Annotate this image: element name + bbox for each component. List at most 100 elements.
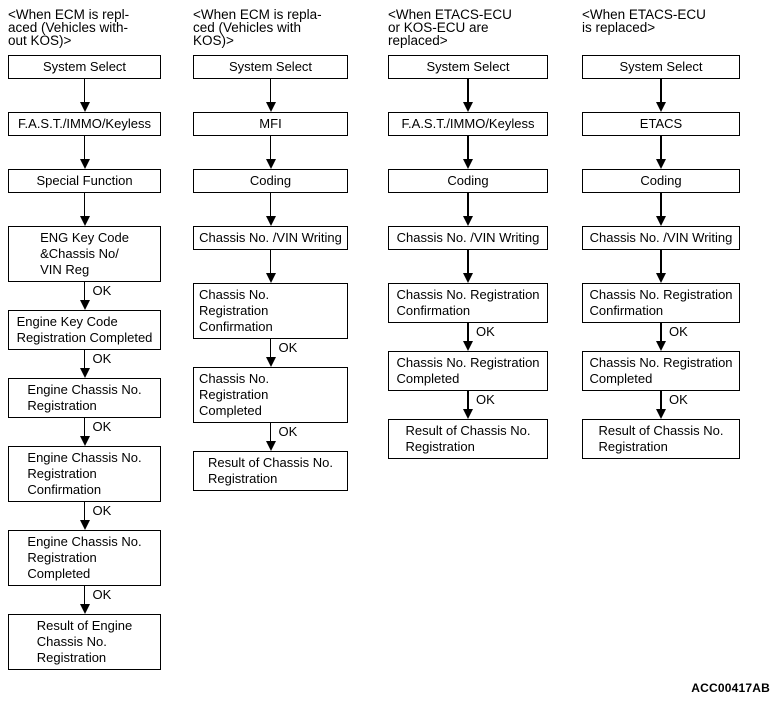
arrow-down-icon bbox=[656, 273, 666, 283]
flow-step-box: Result of Chassis No. Registration bbox=[388, 419, 548, 459]
arrow-down-icon bbox=[656, 341, 666, 351]
flow-step-label: System Select bbox=[426, 59, 510, 74]
arrow-label: OK bbox=[277, 424, 299, 439]
figure-code-label: ACC00417AB bbox=[691, 681, 770, 695]
flow-arrow: OK bbox=[193, 423, 348, 451]
flow-arrow bbox=[388, 79, 548, 112]
arrow-line bbox=[467, 193, 469, 224]
flow-step-label: MFI bbox=[259, 116, 282, 131]
column-header: <When ETACS-ECU is replaced> bbox=[582, 7, 706, 35]
flow-step-box: Engine Chassis No. Registration Complete… bbox=[8, 530, 161, 586]
flow-step-box: System Select bbox=[193, 55, 348, 79]
arrow-down-icon bbox=[79, 300, 90, 310]
flow-arrow bbox=[582, 136, 740, 169]
arrow-down-icon bbox=[656, 159, 666, 169]
arrow-down-icon bbox=[463, 409, 473, 419]
flow-arrow: OK bbox=[388, 323, 548, 351]
flow-column-1: <When ECM is repl- aced (Vehicles with- … bbox=[8, 8, 161, 670]
flow-step-label: System Select bbox=[228, 59, 313, 74]
arrow-down-icon bbox=[656, 409, 666, 419]
flow-step-label: Chassis No. Registration Completed bbox=[589, 355, 733, 386]
flow-step-label: Result of Chassis No. Registration bbox=[208, 455, 333, 486]
flow-step-box: Engine Key Code Registration Completed bbox=[8, 310, 161, 350]
column-header: <When ECM is repla- ced (Vehicles with K… bbox=[193, 7, 322, 48]
arrow-line bbox=[660, 250, 662, 281]
flow-arrow bbox=[8, 136, 161, 169]
flow-step-box: Result of Chassis No. Registration bbox=[193, 451, 348, 491]
arrow-down-icon bbox=[79, 368, 90, 378]
flow-step-label: Engine Chassis No. Registration Confirma… bbox=[27, 450, 142, 497]
arrow-line bbox=[467, 250, 469, 281]
flow-step-label: Coding bbox=[249, 173, 292, 188]
arrow-label: OK bbox=[91, 283, 113, 298]
arrow-line bbox=[83, 418, 85, 444]
flow-step-box: Engine Chassis No. Registration bbox=[8, 378, 161, 418]
arrow-label: OK bbox=[91, 419, 113, 434]
flow-step-box: Special Function bbox=[8, 169, 161, 193]
arrow-line bbox=[660, 136, 662, 167]
column-header: <When ETACS-ECU or KOS-ECU are replaced> bbox=[388, 7, 512, 48]
arrow-label: OK bbox=[91, 351, 113, 366]
arrow-line bbox=[83, 136, 85, 167]
arrow-line bbox=[660, 391, 662, 417]
arrow-down-icon bbox=[265, 273, 276, 283]
flow-step-label: ETACS bbox=[639, 116, 683, 131]
flow-step-label: Chassis No. /VIN Writing bbox=[199, 230, 342, 245]
flow-step-box: System Select bbox=[388, 55, 548, 79]
flow-step-label: F.A.S.T./IMMO/Keyless bbox=[18, 116, 151, 131]
arrow-down-icon bbox=[79, 520, 90, 530]
flow-arrow bbox=[193, 79, 348, 112]
arrow-down-icon bbox=[79, 436, 90, 446]
arrow-down-icon bbox=[463, 216, 473, 226]
arrow-line bbox=[269, 193, 271, 224]
flow-arrow: OK bbox=[582, 323, 740, 351]
arrow-line bbox=[467, 323, 469, 349]
arrow-down-icon bbox=[656, 216, 666, 226]
flow-arrow: OK bbox=[8, 586, 161, 614]
flow-step-box: Coding bbox=[582, 169, 740, 193]
arrow-line bbox=[269, 250, 271, 281]
flow-arrow: OK bbox=[388, 391, 548, 419]
arrow-line bbox=[269, 423, 271, 449]
flow-step-label: ENG Key Code &Chassis No/ VIN Reg bbox=[40, 230, 129, 277]
flow-step-box: Chassis No. Registration Completed bbox=[388, 351, 548, 391]
arrow-label: OK bbox=[475, 392, 496, 407]
arrow-line bbox=[269, 339, 271, 365]
flow-arrow bbox=[8, 79, 161, 112]
flow-step-box: Chassis No. Registration Confirmation bbox=[388, 283, 548, 323]
arrow-down-icon bbox=[265, 159, 276, 169]
arrow-line bbox=[83, 282, 85, 308]
flow-step-box: Chassis No. /VIN Writing bbox=[388, 226, 548, 250]
flow-arrow bbox=[388, 136, 548, 169]
arrow-line bbox=[269, 136, 271, 167]
arrow-line bbox=[467, 391, 469, 417]
arrow-down-icon bbox=[265, 441, 276, 451]
flow-step-label: Special Function bbox=[36, 173, 133, 188]
flow-column-2: <When ECM is repla- ced (Vehicles with K… bbox=[193, 8, 348, 491]
arrow-label: OK bbox=[277, 340, 299, 355]
arrow-line bbox=[83, 350, 85, 376]
arrow-down-icon bbox=[79, 159, 90, 169]
flow-step-box: F.A.S.T./IMMO/Keyless bbox=[8, 112, 161, 136]
flow-step-label: System Select bbox=[619, 59, 703, 74]
flow-arrow bbox=[8, 193, 161, 226]
arrow-line bbox=[660, 79, 662, 110]
flow-step-label: Engine Chassis No. Registration Complete… bbox=[27, 534, 142, 581]
arrow-label: OK bbox=[668, 392, 689, 407]
arrow-down-icon bbox=[463, 341, 473, 351]
flow-arrow: OK bbox=[582, 391, 740, 419]
flow-step-label: Chassis No. Registration Completed bbox=[396, 355, 540, 386]
flow-step-label: Result of Engine Chassis No. Registratio… bbox=[36, 618, 133, 665]
arrow-down-icon bbox=[265, 357, 276, 367]
flow-step-box: Chassis No. /VIN Writing bbox=[582, 226, 740, 250]
flow-column-4: <When ETACS-ECU is replaced> System Selec… bbox=[582, 8, 740, 459]
flow-arrow: OK bbox=[193, 339, 348, 367]
flow-step-box: Engine Chassis No. Registration Confirma… bbox=[8, 446, 161, 502]
arrow-label: OK bbox=[475, 324, 496, 339]
flow-step-box: Chassis No. Registration Confirmation bbox=[193, 283, 348, 339]
flow-arrow bbox=[193, 136, 348, 169]
flow-step-label: System Select bbox=[42, 59, 127, 74]
flow-arrow: OK bbox=[8, 418, 161, 446]
arrow-down-icon bbox=[79, 102, 90, 112]
